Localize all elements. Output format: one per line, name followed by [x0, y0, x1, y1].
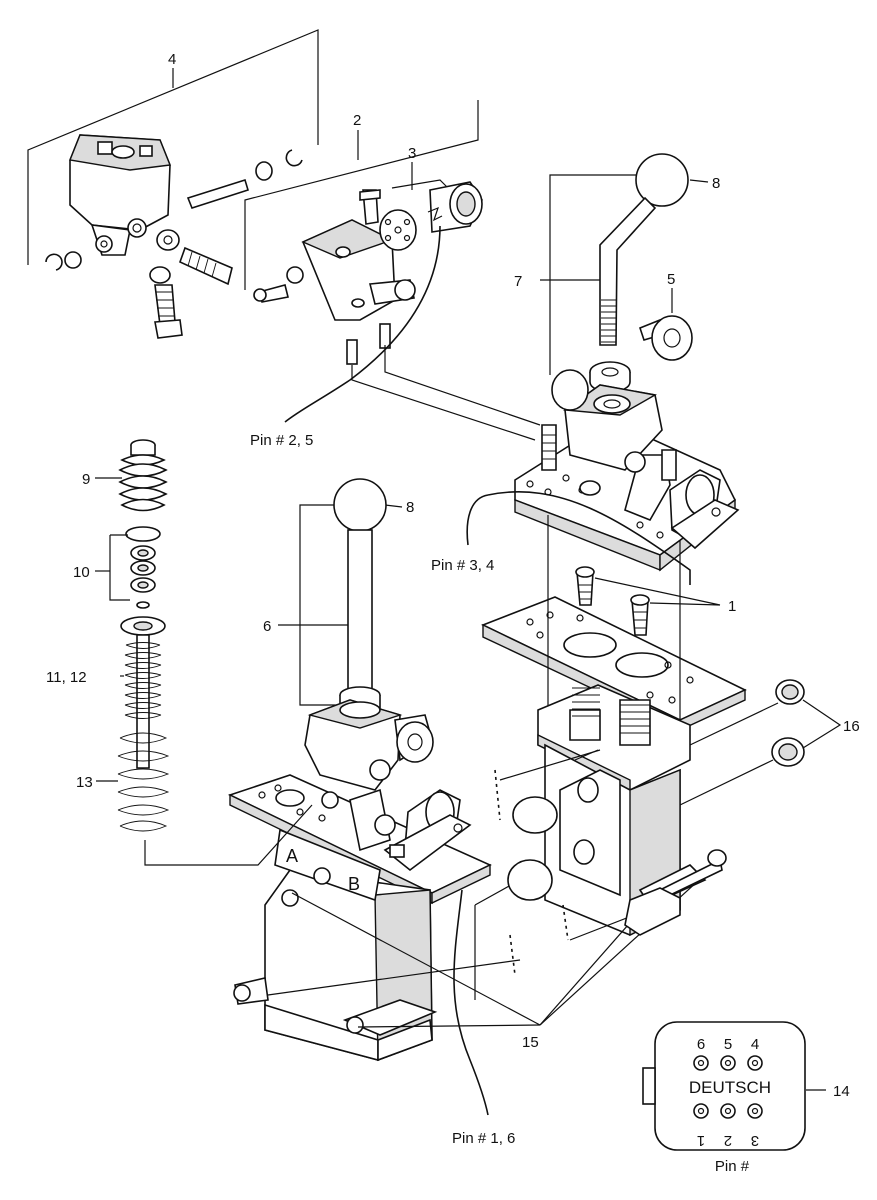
callout-5: 5 [667, 271, 675, 288]
deutsch-connector: 6 5 4 DEUTSCH 1 2 3 Pin # [642, 1021, 826, 1175]
callout-4: 4 [168, 51, 176, 68]
callout-11-12: 11, 12 [46, 669, 87, 686]
upper-valve-head [351, 345, 740, 585]
callout-13: 13 [76, 774, 93, 791]
o-rings [507, 796, 558, 901]
assembly-2-switch-bracket [244, 100, 479, 365]
callout-3: 3 [408, 145, 416, 162]
connector-pin-1-label: 1 [697, 1132, 705, 1149]
callout-8-lower: 8 [406, 499, 414, 516]
left-valve-body: A B [233, 828, 438, 1062]
callout-9: 9 [82, 471, 90, 488]
assembly-3-switch [284, 162, 483, 423]
pin-1-6-label: Pin # 1, 6 [452, 1130, 515, 1147]
lower-valve-head [227, 699, 492, 905]
lower-lever-handle [278, 478, 403, 717]
callout-1: 1 [728, 598, 736, 615]
callout-14: 14 [833, 1083, 850, 1100]
connector-caption: Pin # [715, 1158, 750, 1175]
connector-pin-3-label: 3 [751, 1132, 759, 1149]
knob-5 [639, 288, 693, 361]
assembly-4-bracket-kit [27, 29, 319, 339]
connector-pin-4-label: 4 [751, 1036, 759, 1053]
upper-lever-handle [540, 153, 709, 393]
callout-6: 6 [263, 618, 271, 635]
callout-8-upper: 8 [712, 175, 720, 192]
callout-16: 16 [843, 718, 860, 735]
plugs-16 [679, 679, 842, 806]
callout-15: 15 [522, 1034, 539, 1051]
callout-2: 2 [353, 112, 361, 129]
connector-pin-5-label: 5 [724, 1036, 732, 1053]
pin-2-5-label: Pin # 2, 5 [250, 432, 313, 449]
spring-stack [95, 439, 313, 866]
callout-7: 7 [514, 273, 522, 290]
connector-brand-label: DEUTSCH [689, 1078, 771, 1097]
connector-pin-2-label: 2 [724, 1132, 732, 1149]
pin-3-4-label: Pin # 3, 4 [431, 557, 494, 574]
connector-pin-6-label: 6 [697, 1036, 705, 1053]
callout-10: 10 [73, 564, 90, 581]
port-a-marking: A [286, 846, 298, 866]
callout-labels: 4 2 3 8 5 7 Pin # 2, 5 9 8 Pin # 3, 4 10… [46, 51, 860, 1147]
port-b-marking: B [348, 874, 360, 894]
tie-rods-15 [267, 749, 727, 1028]
wire-leads [453, 889, 489, 1116]
